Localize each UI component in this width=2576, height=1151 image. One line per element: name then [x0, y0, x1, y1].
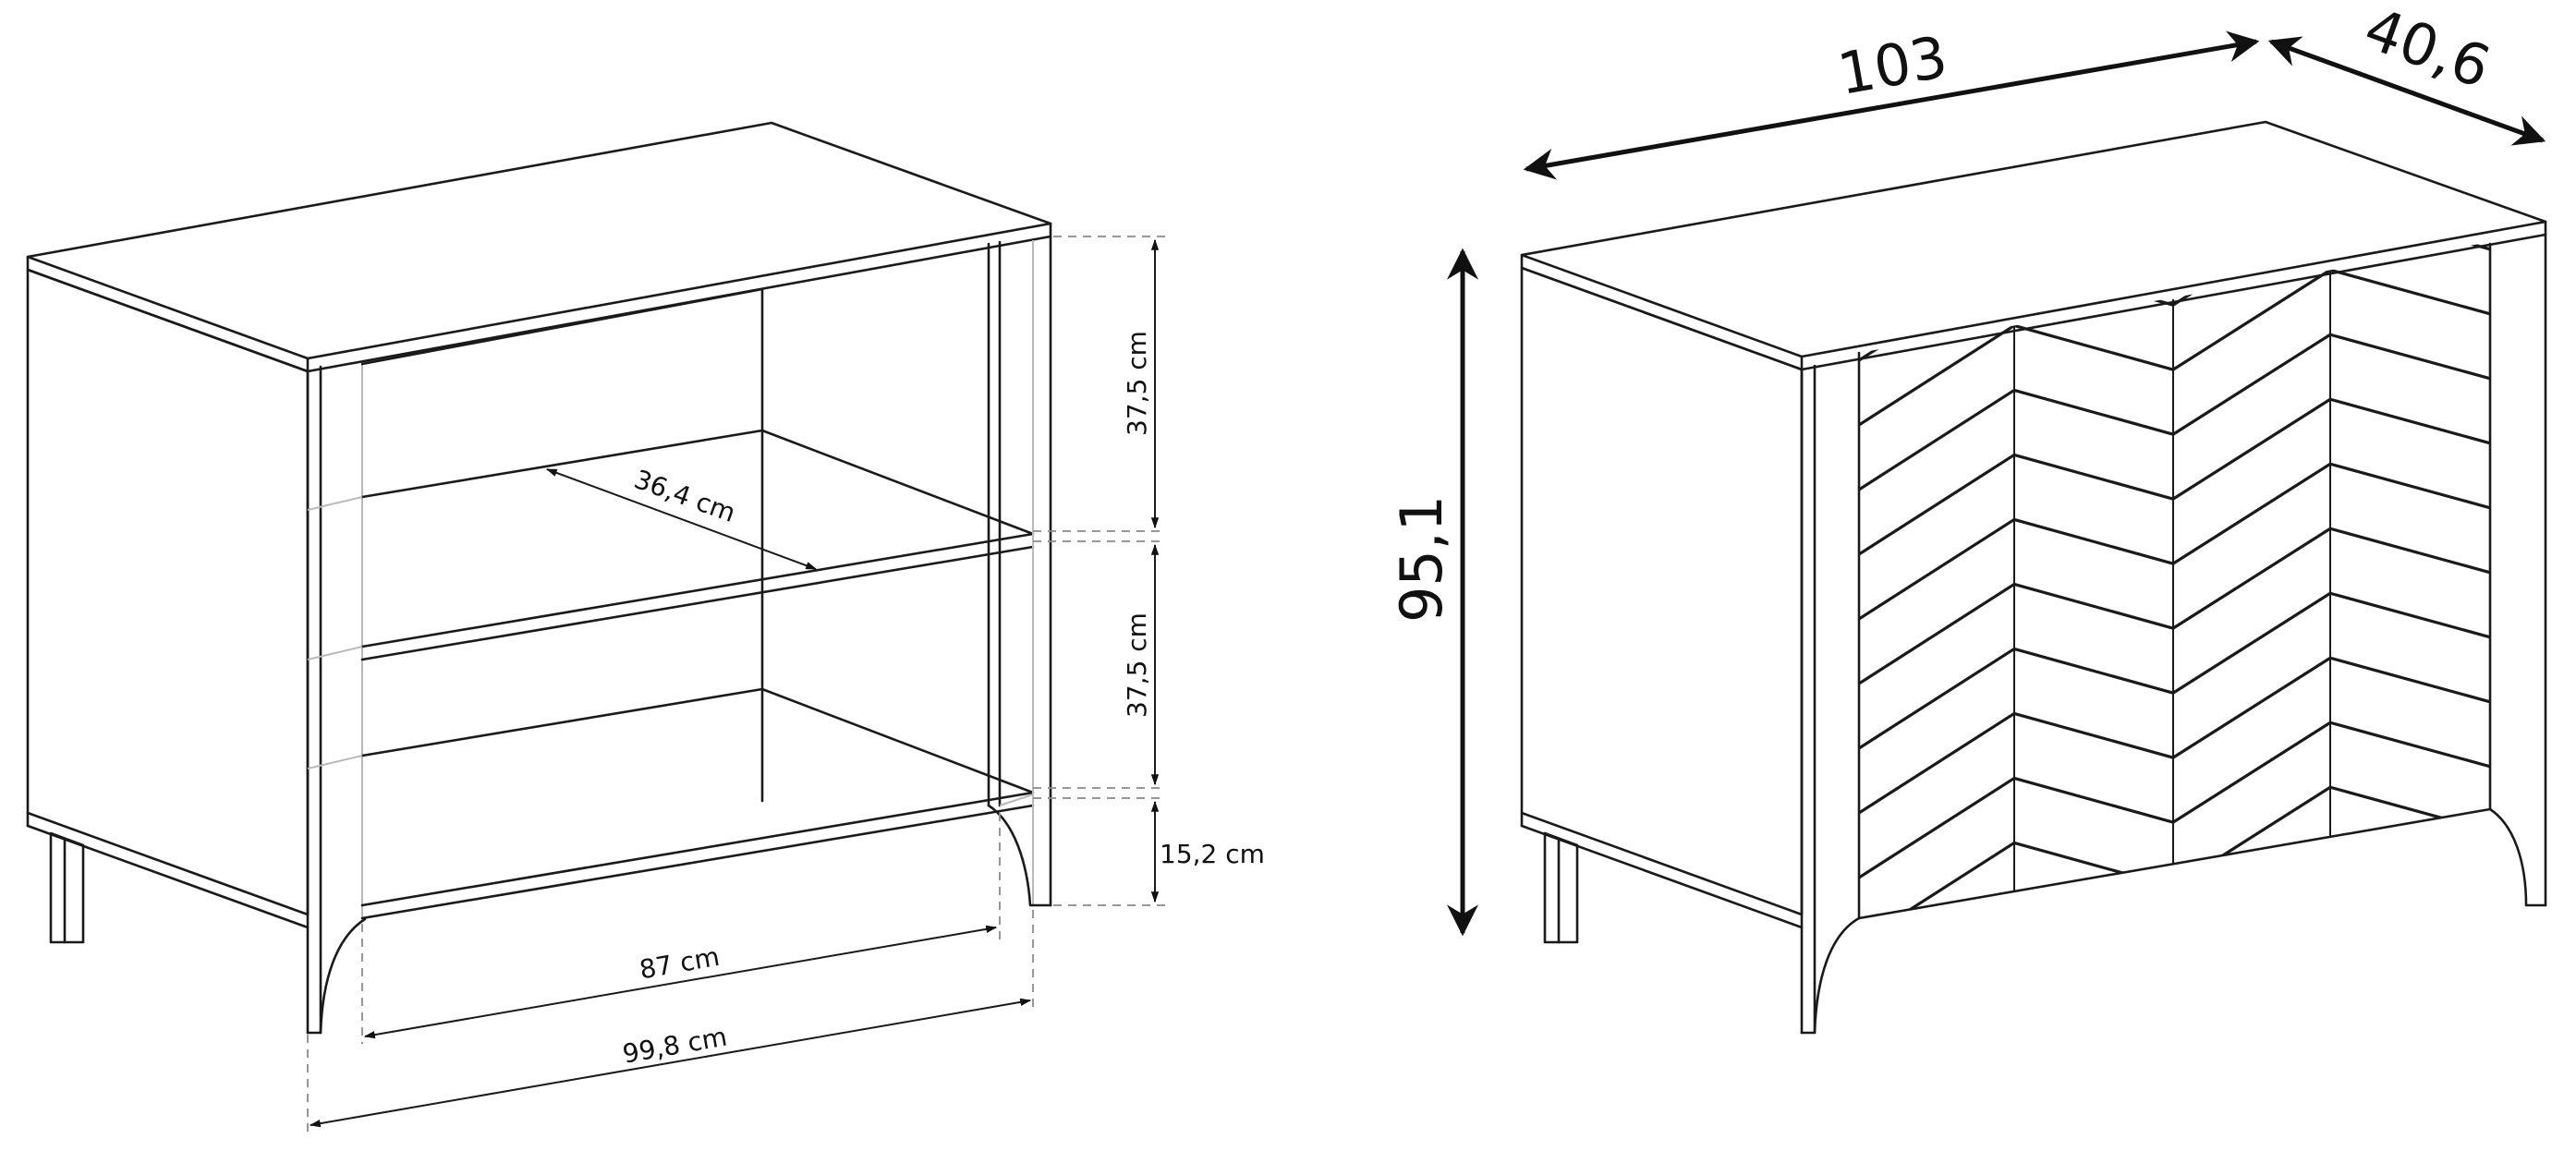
chevron-line	[2013, 582, 2174, 630]
chevron-line	[2329, 268, 2490, 316]
chevron-line	[1859, 583, 2015, 685]
chevron-line	[2329, 527, 2490, 575]
cabinet-top	[1520, 120, 2547, 358]
chevron-line	[2014, 1036, 2173, 1081]
chevron-line	[2330, 140, 2490, 185]
back-leg	[49, 831, 85, 944]
chevron-line	[1859, 242, 2015, 297]
chevron-line	[2172, 462, 2331, 565]
chevron-line	[1859, 906, 2015, 918]
dim-shelf-upper-height: 37,5 cm	[1122, 331, 1152, 436]
chevron-line	[2172, 591, 2331, 695]
chevron-line	[2013, 323, 2174, 371]
chevron-line	[2329, 333, 2490, 381]
back-leg	[1543, 831, 1579, 944]
left-side-panel	[1520, 266, 1804, 916]
chevron-line	[2329, 242, 2490, 251]
chevron-line	[2329, 656, 2490, 704]
chevron-line	[1859, 648, 2015, 750]
chevron-line	[1859, 389, 2015, 491]
chevron-line	[2013, 259, 2174, 307]
chevron-line	[1859, 842, 2015, 918]
dim-shelf-lower-height: 37,5 cm	[1122, 612, 1152, 718]
chevron-line	[2014, 196, 2173, 240]
bottom-shelf	[360, 687, 1035, 907]
chevron-line	[2013, 841, 2174, 889]
chevron-line	[1859, 454, 2015, 556]
dim-total-width: 103	[1833, 23, 1952, 108]
chevron-line	[2172, 333, 2331, 436]
dim-total-height: 95,1	[1388, 495, 1455, 623]
chevron-line	[2172, 850, 2331, 918]
chevron-line	[1859, 1036, 2014, 1136]
chevron-line	[2172, 721, 2331, 824]
right-cabinet	[1520, 76, 2547, 1136]
chevron-line	[2172, 656, 2331, 759]
chevron-line	[2330, 981, 2490, 1025]
chevron-line	[1859, 972, 2014, 1072]
dim-shelf-depth: 36,4 cm	[630, 464, 739, 528]
chevron-line	[1859, 324, 2015, 427]
chevron-line	[2172, 527, 2331, 630]
chevron-line	[2329, 785, 2490, 833]
chevron-line	[1859, 777, 2015, 879]
chevron-line	[2329, 850, 2490, 898]
dim-leg-height: 15,2 cm	[1160, 839, 1265, 869]
chevron-line	[2013, 905, 2174, 918]
chevron-line	[2329, 591, 2490, 639]
left-cabinet	[26, 121, 1052, 1035]
extension-lines	[307, 236, 1166, 1132]
chevron-line	[2013, 517, 2174, 565]
chevron-line	[2173, 140, 2330, 240]
chevron-line	[2172, 242, 2331, 307]
chevron-line	[2173, 981, 2330, 1081]
chevron-line	[2329, 397, 2490, 445]
chevron-line	[2013, 647, 2174, 695]
chevron-line	[2172, 785, 2331, 889]
chevron-line	[1859, 712, 2015, 815]
chevron-line	[2013, 453, 2174, 501]
chevron-line	[2172, 915, 2331, 918]
right-dimensions: 103 40,6 95,1	[1388, 0, 2546, 937]
chevron-line	[2013, 776, 2174, 824]
chevron-line	[2329, 915, 2490, 918]
left-dimensions: 37,5 cm 37,5 cm 15,2 cm 36,4 cm 87 cm 99…	[309, 238, 1265, 1128]
chevron-line	[1859, 518, 2015, 621]
chevron-line	[2173, 76, 2330, 176]
chevron-line	[2329, 721, 2490, 769]
dim-inner-width: 87 cm	[638, 941, 723, 986]
chevron-line	[2172, 397, 2331, 501]
chevron-line	[2329, 462, 2490, 510]
chevron-line	[2013, 711, 2174, 759]
dim-total-depth: 40,6	[2356, 0, 2499, 102]
chevron-line	[2172, 268, 2331, 371]
chevron-pattern	[1859, 76, 2490, 1136]
cabinet-top	[26, 121, 1052, 360]
upper-shelf	[360, 429, 1035, 648]
chevron-line	[2013, 388, 2174, 436]
chevron-line	[2014, 972, 2173, 1016]
left-side-panel	[26, 268, 310, 916]
